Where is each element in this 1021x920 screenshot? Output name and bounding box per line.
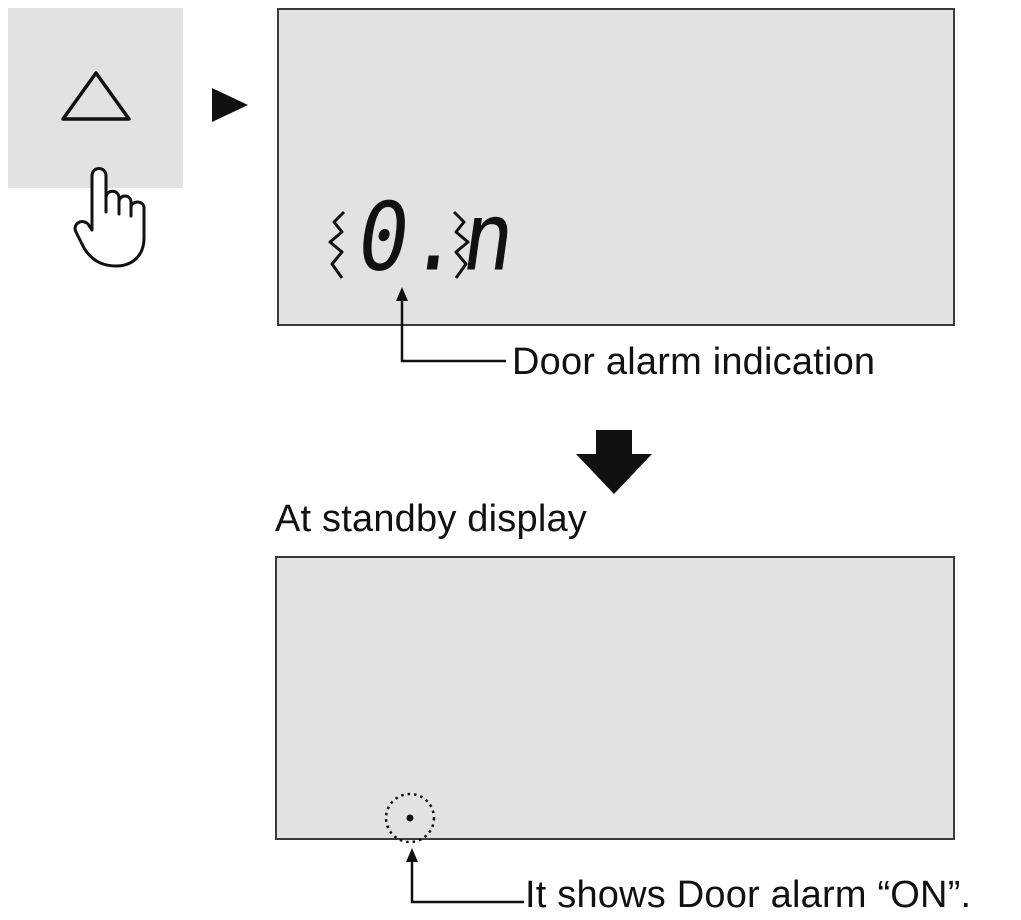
display-panel-top xyxy=(277,8,955,326)
callout-line-top xyxy=(396,287,506,363)
callout-line-bottom xyxy=(406,848,524,904)
display-panel-bottom xyxy=(275,556,955,840)
door-alarm-indication-label: Door alarm indication xyxy=(512,341,876,383)
pointing-hand-icon xyxy=(73,167,146,268)
blink-indicator-left xyxy=(328,210,346,279)
up-button-panel[interactable] xyxy=(8,8,183,188)
up-triangle-icon xyxy=(61,71,131,121)
dot-indicator-icon xyxy=(384,792,436,844)
blink-indicator-right xyxy=(452,210,470,279)
right-triangle-arrow-icon xyxy=(212,88,248,122)
down-arrow-icon xyxy=(576,430,652,494)
display-readout: 0.n xyxy=(350,182,525,292)
door-alarm-on-label: It shows Door alarm “ON”. xyxy=(525,874,972,916)
standby-caption: At standby display xyxy=(275,498,587,540)
